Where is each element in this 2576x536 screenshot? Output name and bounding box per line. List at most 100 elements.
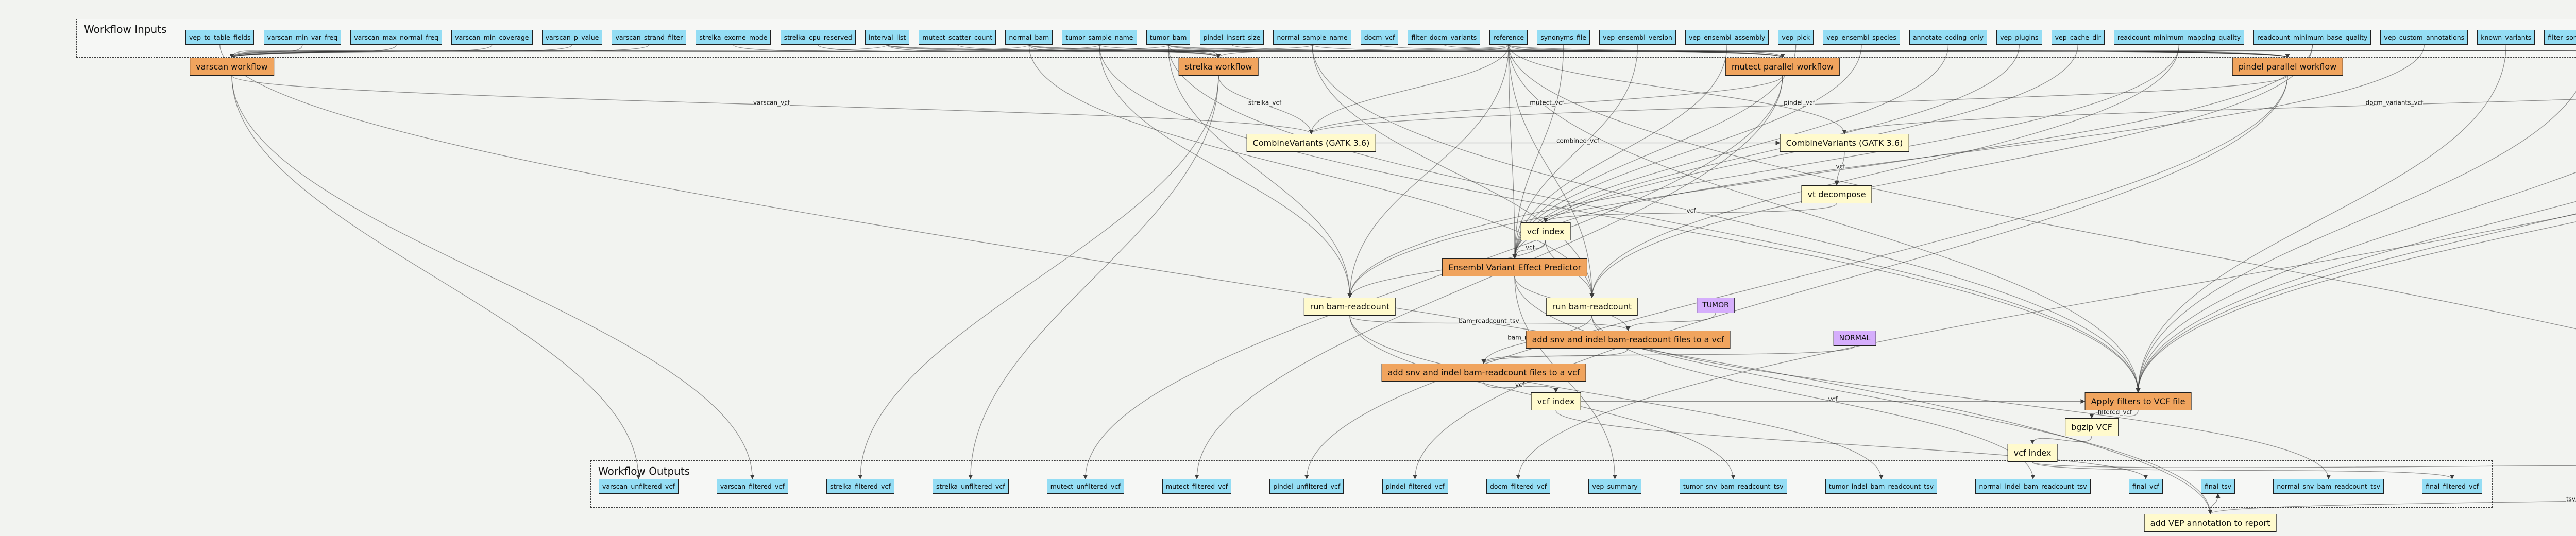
outputs-cluster-label: Workflow Outputs [598, 465, 690, 477]
input-varscan-min-coverage[interactable]: varscan_min_coverage [451, 30, 533, 45]
edge-label: combined_vcf [1556, 137, 1600, 145]
edge-add-tumor-rc--add-normal-rc [1481, 348, 1629, 364]
edge-label: bam_readcount_tsv [1459, 318, 1519, 325]
input-known-variants[interactable]: known_variants [2477, 30, 2535, 45]
step-add-tumor-rc[interactable]: add snv and indel bam-readcount files to… [1526, 331, 1731, 349]
step-annotated-filter-index[interactable]: vcf index [2007, 444, 2058, 462]
step-bgzip[interactable]: bgzip VCF [2065, 418, 2119, 436]
output-mutect-filtered-vcf[interactable]: mutect_filtered_vcf [1162, 479, 1232, 494]
step-tumor-bam-readcount[interactable]: run bam-readcount [1303, 298, 1396, 316]
output-normal-snv-bam-readcount-tsv[interactable]: normal_snv_bam_readcount_tsv [2273, 479, 2384, 494]
output-pindel-unfiltered-vcf[interactable]: pindel_unfiltered_vcf [1269, 479, 1344, 494]
output-vep-summary[interactable]: vep_summary [1588, 479, 1641, 494]
input-varscan-p-value[interactable]: varscan_p_value [541, 30, 603, 45]
step-strelka-wf[interactable]: strelka workflow [1178, 58, 1259, 76]
edge-label: pindel_vcf [1784, 99, 1816, 107]
input-varscan-max-normal-freq[interactable]: varscan_max_normal_freq [350, 30, 443, 45]
input-interval-list[interactable]: interval_list [865, 30, 910, 45]
step-varscan-wf[interactable]: varscan workflow [190, 58, 274, 76]
input-varscan-min-var-freq[interactable]: varscan_min_var_freq [263, 30, 342, 45]
input-varscan-strand-filter[interactable]: varscan_strand_filter [612, 30, 687, 45]
edge-pindel-wf--combine [1309, 75, 2288, 134]
step-index-vcf[interactable]: vcf index [1531, 392, 1581, 410]
input-normal-bam[interactable]: normal_bam [1005, 30, 1053, 45]
output-final-vcf[interactable]: final_vcf [2128, 479, 2163, 494]
output-normal-indel-bam-readcount-tsv[interactable]: normal_indel_bam_readcount_tsv [1975, 479, 2091, 494]
edge-docm-wf--add-docm-variants [1842, 99, 2576, 134]
input-pindel-insert-size[interactable]: pindel_insert_size [1199, 30, 1264, 45]
input-vep-plugins[interactable]: vep_plugins [1996, 30, 2042, 45]
edge-reference--annotate-variants [1508, 44, 1517, 259]
input-vep-ensembl-version[interactable]: vep_ensembl_version [1599, 30, 1676, 45]
input-vep-to-table-fields[interactable]: vep_to_table_fields [185, 30, 255, 45]
outputs-row: varscan_unfiltered_vcf varscan_filtered_v… [599, 479, 2482, 494]
edge-docm-wf--docm-filtered-vcf [1516, 214, 2576, 479]
step-filter-vcf[interactable]: Apply filters to VCF file [2084, 392, 2192, 410]
step-add-normal-rc[interactable]: add snv and indel bam-readcount files to… [1381, 364, 1586, 382]
edge-tumor-bam-readcount--add-tumor-rc [1349, 315, 1631, 331]
edge-readcount-minimum-base-quality--normal-bam-readcount [1589, 44, 2313, 298]
step-normal-bam-readcount[interactable]: run bam-readcount [1546, 298, 1638, 316]
edge-cle-vcf-filter--filter-vcf [2136, 221, 2576, 393]
edge-label: vcf [1526, 244, 1535, 251]
input-synonyms-file[interactable]: synonyms_file [1537, 30, 1590, 45]
step-annotate-variants[interactable]: Ensembl Variant Effect Predictor [1442, 258, 1588, 276]
output-varscan-filtered-vcf[interactable]: varscan_filtered_vcf [716, 479, 788, 494]
input-filter-somatic-llr-threshold[interactable]: filter_somatic_llr_threshold [2544, 30, 2576, 45]
input-strelka-cpu-reserved[interactable]: strelka_cpu_reserved [780, 30, 856, 45]
output-tumor-indel-bam-readcount-tsv[interactable]: tumor_indel_bam_readcount_tsv [1825, 479, 1938, 494]
edge-varscan-wf--combine [231, 75, 1314, 134]
edge-strelka-wf--strelka-filtered-vcf [858, 75, 1219, 479]
input-filter-docm-variants[interactable]: filter_docm_variants [1408, 30, 1481, 45]
input-docm-vcf[interactable]: docm_vcf [1360, 30, 1399, 45]
output-final-tsv[interactable]: final_tsv [2201, 479, 2235, 494]
input-annotate-coding-only[interactable]: annotate_coding_only [1909, 30, 1987, 45]
output-docm-filtered-vcf[interactable]: docm_filtered_vcf [1486, 479, 1551, 494]
input-reference[interactable]: reference [1489, 30, 1528, 45]
output-mutect-unfiltered-vcf[interactable]: mutect_unfiltered_vcf [1046, 479, 1124, 494]
step-add-docm-variants[interactable]: CombineVariants (GATK 3.6) [1780, 134, 1909, 152]
input-strelka-exome-mode[interactable]: strelka_exome_mode [696, 30, 771, 45]
step-combine[interactable]: CombineVariants (GATK 3.6) [1246, 134, 1376, 152]
output-final-filtered-vcf[interactable]: final_filtered_vcf [2422, 479, 2482, 494]
output-strelka-unfiltered-vcf[interactable]: strelka_unfiltered_vcf [932, 479, 1009, 494]
output-pindel-filtered-vcf[interactable]: pindel_filtered_vcf [1382, 479, 1448, 494]
input-vep-custom-annotations[interactable]: vep_custom_annotations [2380, 30, 2468, 45]
edge-vep-plugins--annotate-variants [1512, 44, 2020, 259]
step-mutect-wf[interactable]: mutect parallel workflow [1725, 58, 1840, 76]
input-normal-sample-name[interactable]: normal_sample_name [1273, 30, 1351, 45]
input-tumor-sample-name[interactable]: tumor_sample_name [1062, 30, 1137, 45]
edge-filter-somatic-llr-threshold--filter-vcf [2136, 91, 2576, 393]
input-vep-cache-dir[interactable]: vep_cache_dir [2051, 30, 2105, 45]
step-pindel-wf[interactable]: pindel parallel workflow [2232, 58, 2343, 76]
step-default-tumor[interactable]: TUMOR [1697, 298, 1735, 313]
input-mutect-scatter-count[interactable]: mutect_scatter_count [919, 30, 996, 45]
edge-label: tsv [2566, 496, 2575, 503]
input-readcount-minimum-base-quality[interactable]: readcount_minimum_base_quality [2253, 30, 2371, 45]
output-tumor-snv-bam-readcount-tsv[interactable]: tumor_snv_bam_readcount_tsv [1679, 479, 1787, 494]
edge-label: mutect_vcf [1530, 99, 1564, 107]
input-readcount-minimum-mapping-quality[interactable]: readcount_minimum_mapping_quality [2113, 30, 2245, 45]
edge-mutect-wf--combine [1309, 75, 1783, 134]
edge-label: vcf [1828, 396, 1838, 403]
edge-tumor-bam--tumor-bam-readcount [1167, 44, 1352, 298]
input-vep-ensembl-assembly[interactable]: vep_ensembl_assembly [1685, 30, 1769, 45]
step-decompose[interactable]: vt decompose [1801, 185, 1872, 203]
input-tumor-bam[interactable]: tumor_bam [1146, 30, 1191, 45]
step-default-normal[interactable]: NORMAL [1833, 331, 1876, 346]
edge-label: vcf [1515, 382, 1525, 389]
edge-mutect-wf--mutect-unfiltered-vcf [1083, 75, 1783, 479]
output-varscan-unfiltered-vcf[interactable]: varscan_unfiltered_vcf [599, 479, 679, 494]
edge-add-docm-variants--decompose [1834, 151, 1845, 186]
output-strelka-filtered-vcf[interactable]: strelka_filtered_vcf [826, 479, 894, 494]
step-add-vep-fields[interactable]: add VEP annotation to report [2144, 514, 2277, 532]
step-decompose-index[interactable]: vcf index [1520, 222, 1571, 240]
input-vep-pick[interactable]: vep_pick [1778, 30, 1814, 45]
edge-add-normal-rc--index-vcf [1483, 381, 1558, 393]
input-vep-ensembl-species[interactable]: vep_ensembl_species [1823, 30, 1900, 45]
edge-vep-to-table-fields--add-vep-fields [219, 44, 2213, 514]
edge-label: vcf [1687, 208, 1697, 215]
edge-strelka-wf--combine [1218, 75, 1314, 134]
